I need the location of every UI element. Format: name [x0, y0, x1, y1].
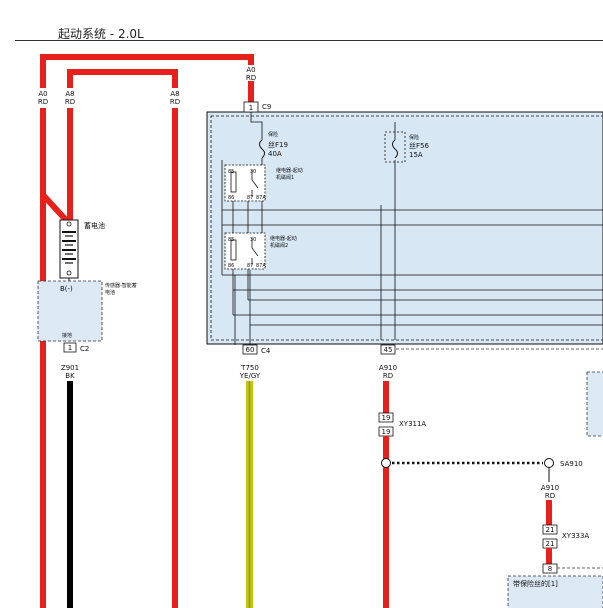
sensor-label-line2: 电池	[105, 289, 115, 296]
splice-sa910-node	[544, 458, 554, 468]
connector-xy311a-name: XY311A	[399, 420, 426, 428]
connector-c4-box	[242, 344, 258, 355]
connector-45-box	[380, 344, 396, 355]
wire-label-bg	[167, 88, 183, 108]
fuse-f56-box	[384, 131, 406, 163]
sensor-b-minus: B(-)	[60, 285, 73, 293]
fuse-box-bottom	[507, 575, 603, 608]
relay-1-symbol	[224, 164, 266, 202]
splice-left-node	[381, 458, 391, 468]
relay2-label-line2: 机磁阀2	[270, 242, 288, 249]
wire-label-bg	[35, 88, 51, 108]
wire-a0-top-color: RD	[246, 74, 256, 82]
connector-c2-box	[63, 342, 77, 353]
title-rule	[15, 40, 603, 41]
connector-45-pin: 45	[384, 346, 393, 354]
fuse-f19-line2: 丝F19	[268, 140, 288, 149]
red-wire-a0-loop	[40, 54, 254, 608]
relay2-pin-87a: 87A	[256, 263, 266, 269]
relay1-pin-87: 87	[247, 195, 253, 201]
relay1-pin-86: 86	[228, 195, 234, 201]
wire-t750-code: T750	[240, 364, 259, 372]
fuse-f56-amp: 15A	[409, 151, 423, 159]
wire-a8-left-code: A8	[65, 90, 74, 98]
wire-a0-left-color: RD	[38, 98, 48, 106]
wire-a910-color: RD	[383, 372, 393, 380]
connector-xy333a-bot-pin: 21	[546, 540, 555, 548]
fuse-box-inner	[210, 115, 603, 341]
fuse-f56-line1: 保险	[409, 134, 419, 141]
relay-2-symbol	[224, 232, 266, 270]
sensor-box	[37, 280, 103, 342]
fuse-box-bottom-label: 带保险丝的[1]	[513, 579, 558, 588]
relay2-pin-86: 86	[228, 263, 234, 269]
connector-xy333a-top-pin: 21	[546, 526, 555, 534]
connector-xy333a-top-box	[542, 524, 558, 535]
wire-label-bg	[62, 88, 78, 108]
connector-xy333a-name: XY333A	[562, 532, 589, 540]
wire-a910-code: A910	[379, 364, 397, 372]
wire-a910-right-code: A910	[541, 484, 559, 492]
connector-xy311a-top-box	[378, 412, 394, 423]
wire-a910-right-color: RD	[545, 492, 555, 500]
wire-a8-left-color: RD	[65, 98, 75, 106]
relay1-label-line2: 机磁阀1	[276, 174, 294, 181]
connector-c9-name: C9	[262, 103, 271, 111]
relay2-pin-87: 87	[247, 263, 253, 269]
red-wire-a8-loop	[67, 69, 178, 608]
wire-a0-top-code: A0	[246, 66, 255, 74]
battery-symbol	[59, 219, 79, 279]
connector-xy311a-top-pin: 19	[382, 414, 391, 422]
battery-label: 蓄电池	[84, 221, 105, 230]
wire-a0-left-code: A0	[38, 90, 47, 98]
splice-sa910-label: SA910	[560, 460, 583, 468]
wire-a8-mid-color: RD	[170, 98, 180, 106]
wire-t750-color: YE/GY	[239, 372, 261, 380]
fuse-f56-symbol	[392, 139, 398, 159]
relay1-pin-30: 30	[250, 169, 256, 175]
relay2-label-line1: 继电器-起动	[270, 235, 297, 242]
connector-c4-pin: 60	[246, 346, 255, 354]
connector-c8-box	[542, 563, 558, 574]
right-partial-box	[586, 371, 603, 437]
connector-xy311a-bot-pin: 19	[382, 428, 391, 436]
connector-c2-name: C2	[80, 345, 89, 353]
relay1-pin-87a: 87A	[256, 195, 266, 201]
relay1-label-line1: 继电器-起动	[276, 167, 303, 174]
wire-z901-code: Z901	[61, 364, 79, 372]
wire-a8-mid-code: A8	[170, 90, 179, 98]
connector-c2-pin: 1	[68, 344, 72, 352]
fuse-f56-line2: 丝F56	[409, 141, 429, 150]
fuse-f19-amp: 40A	[268, 150, 282, 158]
relay2-pin-30: 30	[250, 237, 256, 243]
fuse-f19-symbol	[259, 139, 265, 159]
connector-c8-pin: 8	[548, 565, 552, 573]
fuse-box-outer	[206, 111, 603, 345]
connector-c4-name: C4	[261, 347, 271, 355]
relay1-pin-85: 85	[228, 169, 234, 175]
yellow-gray-wire-t750	[246, 381, 253, 608]
fuse-f19-line1: 保险	[268, 131, 278, 138]
sensor-ground-label: 接地	[62, 332, 72, 339]
relay2-pin-85: 85	[228, 237, 234, 243]
page-title: 起动系统 - 2.0L	[58, 27, 144, 41]
wire-z901-color: BK	[65, 372, 75, 380]
sensor-label-line1: 传感器-智能蓄	[105, 282, 137, 289]
connector-c9-pin: 1	[249, 104, 253, 112]
